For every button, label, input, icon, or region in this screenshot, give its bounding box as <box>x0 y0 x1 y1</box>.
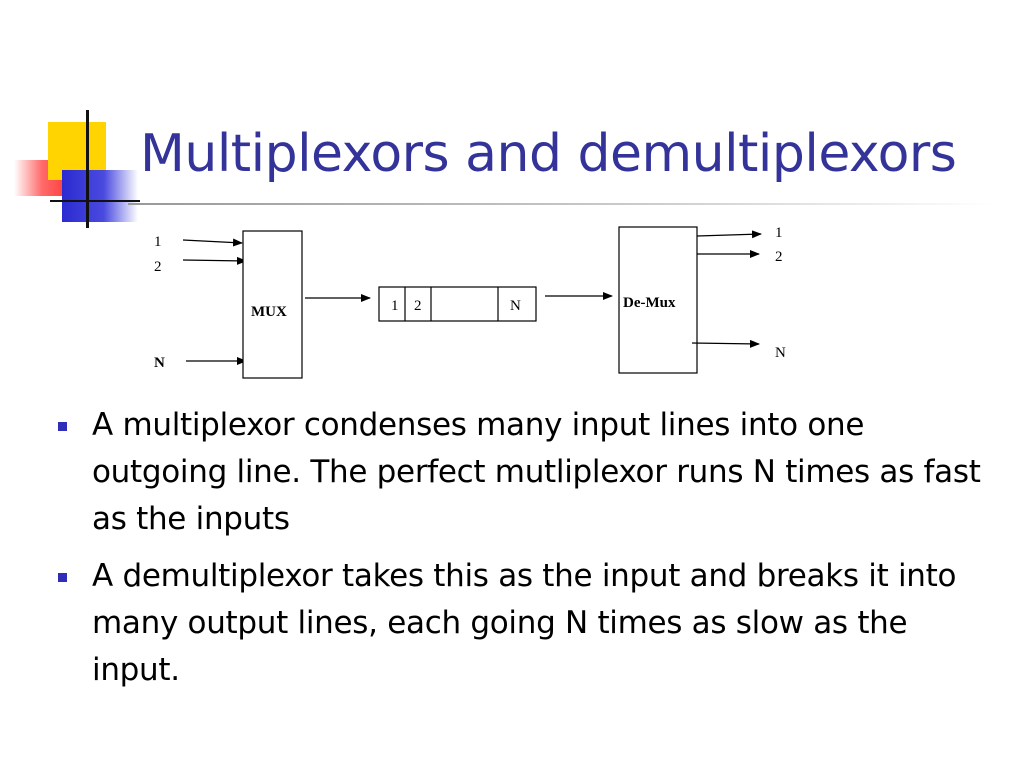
frame-slot-2: 2 <box>414 298 422 314</box>
mux-input-label-n: N <box>154 355 165 371</box>
bullet-text: A demultiplexor takes this as the input … <box>92 558 957 688</box>
demux-output-label-2: 2 <box>775 249 783 265</box>
demux-output-arrow-1 <box>696 230 762 239</box>
demux-output-label-1: 1 <box>775 225 783 241</box>
mux-demux-diagram: 1 2 N MUX 1 2 N De-Mux 1 2 N <box>154 225 786 379</box>
demux-box <box>618 226 698 374</box>
logo-vertical-line <box>86 110 89 228</box>
demux-output-label-n: N <box>775 345 786 361</box>
slide-title: Multiplexors and demultiplexors <box>140 124 957 184</box>
logo-blue-square <box>62 170 138 222</box>
title-underline <box>128 203 998 205</box>
bullet-item: A multiplexor condenses many input lines… <box>58 402 998 543</box>
logo-horizontal-line <box>50 200 140 202</box>
bullet-square-icon <box>58 573 67 582</box>
demux-label: De-Mux <box>623 295 676 311</box>
mux-input-label-2: 2 <box>154 259 162 275</box>
mux-input-arrow-1 <box>182 238 243 247</box>
mux-box <box>242 230 303 379</box>
bullet-item: A demultiplexor takes this as the input … <box>58 553 998 694</box>
frame-slot-n: N <box>510 298 521 314</box>
mux-input-label-1: 1 <box>154 234 162 250</box>
bullet-square-icon <box>58 422 67 431</box>
bullet-text: A multiplexor condenses many input lines… <box>92 407 981 537</box>
mux-label: MUX <box>251 304 287 320</box>
frame-slot-1: 1 <box>391 298 399 314</box>
demux-output-arrow-n <box>691 339 760 348</box>
mux-input-arrow-2 <box>182 256 247 265</box>
bullet-list: A multiplexor condenses many input lines… <box>58 402 998 704</box>
